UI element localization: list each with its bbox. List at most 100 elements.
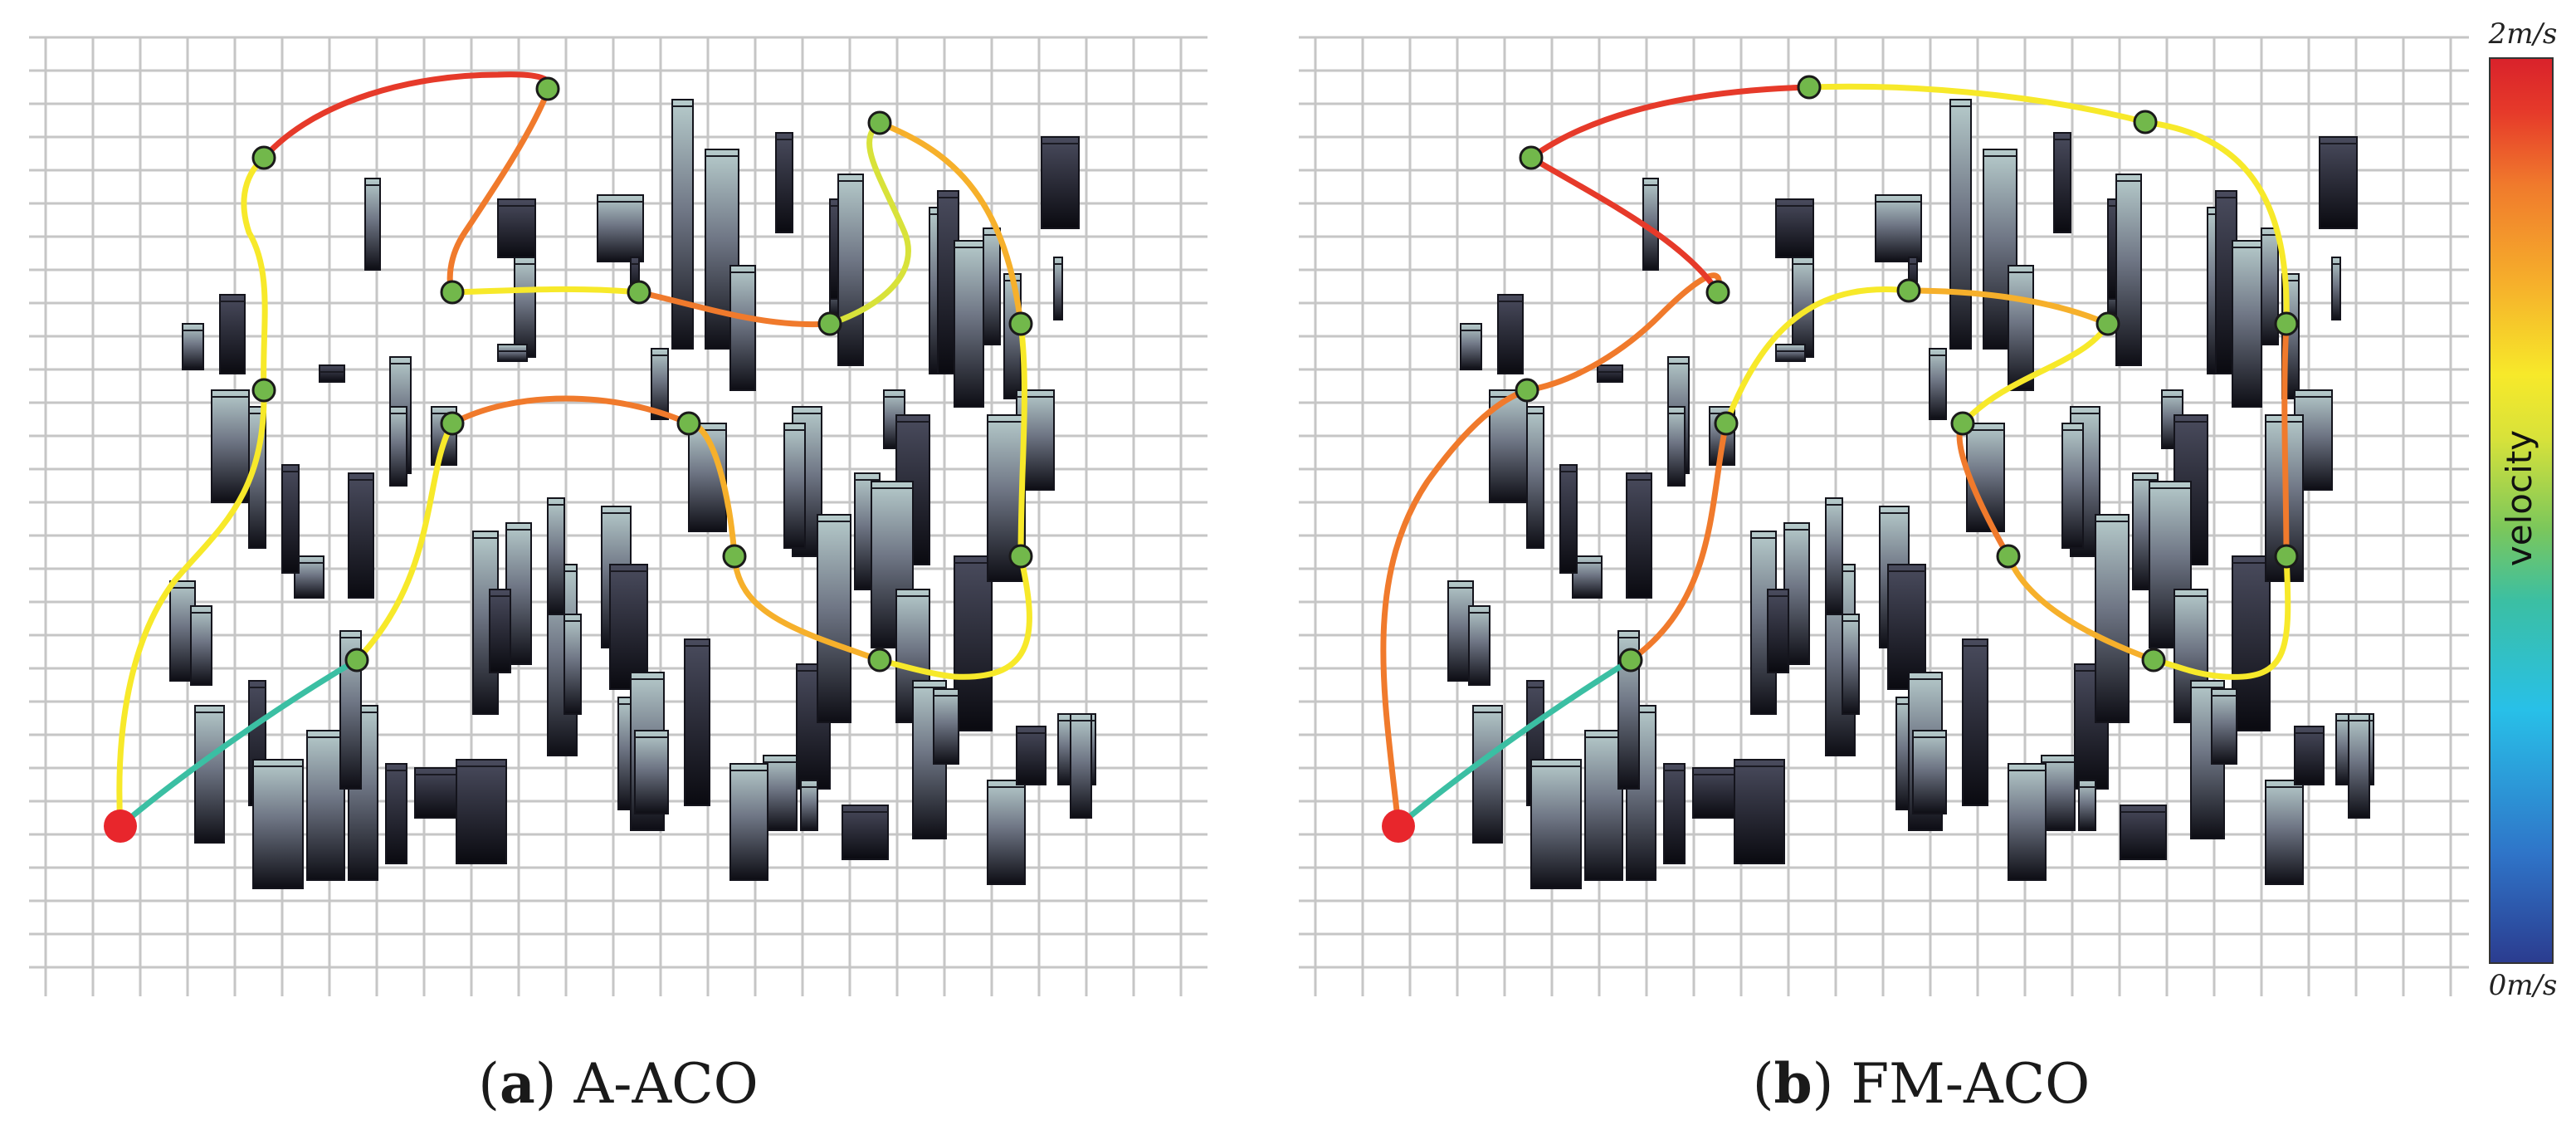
trajectory-segment bbox=[876, 120, 1024, 327]
caption-b-title: FM-ACO bbox=[1851, 1052, 2090, 1116]
trajectory-segment bbox=[1395, 657, 1634, 829]
obstacle bbox=[1584, 730, 1623, 881]
obstacle bbox=[1962, 638, 1988, 806]
trajectory-segment bbox=[1528, 84, 1812, 161]
obstacle bbox=[2265, 780, 2304, 885]
trajectory-segment bbox=[1524, 272, 1722, 394]
obstacle bbox=[364, 178, 381, 271]
obstacle bbox=[1530, 759, 1582, 889]
obstacle bbox=[2348, 713, 2370, 819]
trajectory-segment bbox=[1627, 420, 1730, 663]
obstacle bbox=[1460, 323, 1482, 370]
obstacle bbox=[763, 755, 798, 831]
trajectory-b bbox=[1380, 83, 2291, 829]
velocity-colorbar: 2m/s 0m/s velocity bbox=[2488, 17, 2558, 1002]
trajectory-segment bbox=[731, 553, 883, 663]
obstacle bbox=[2008, 763, 2047, 881]
waypoint-marker bbox=[1896, 278, 1921, 303]
obstacle bbox=[1526, 406, 1544, 549]
obstacle bbox=[219, 294, 246, 374]
obstacle bbox=[1468, 605, 1490, 686]
trajectory-segment bbox=[117, 657, 360, 829]
waypoint-marker bbox=[722, 544, 747, 569]
obstacle bbox=[1949, 99, 1972, 350]
caption-b: (b) FM-ACO bbox=[1753, 1051, 2091, 1116]
obstacle bbox=[306, 730, 345, 881]
waypoint-marker bbox=[440, 411, 465, 436]
caption-a-title: A-ACO bbox=[573, 1052, 759, 1116]
colorbar-gradient bbox=[2489, 57, 2554, 964]
obstacle bbox=[1559, 464, 1578, 574]
trajectory-segment bbox=[449, 395, 692, 427]
obstacle bbox=[252, 759, 304, 889]
start-marker bbox=[104, 810, 137, 843]
obstacle bbox=[2294, 726, 2325, 785]
obstacle bbox=[2232, 240, 2262, 408]
trajectory-segment bbox=[1528, 154, 1721, 296]
obstacle bbox=[1041, 136, 1080, 229]
obstacle bbox=[514, 257, 536, 358]
waypoint-marker bbox=[627, 280, 651, 305]
obstacle bbox=[1070, 713, 1092, 819]
trajectory-segment bbox=[2281, 320, 2290, 560]
waypoint-marker bbox=[1705, 280, 1730, 305]
obstacle bbox=[817, 514, 851, 723]
panel-b-fm-aco bbox=[1299, 36, 2469, 996]
obstacle bbox=[651, 348, 669, 420]
obstacle bbox=[2061, 423, 2084, 549]
obstacles-a bbox=[169, 99, 1096, 889]
trajectory-segment bbox=[446, 88, 551, 296]
obstacle bbox=[2053, 132, 2071, 233]
waypoint-marker bbox=[440, 280, 465, 305]
obstacle bbox=[729, 265, 756, 391]
obstacle bbox=[1472, 705, 1503, 844]
obstacle bbox=[684, 638, 710, 806]
obstacle bbox=[2008, 265, 2034, 391]
obstacle bbox=[190, 605, 212, 686]
trajectory-segment bbox=[1017, 320, 1027, 560]
caption-a-label: a bbox=[500, 1051, 535, 1116]
obstacle bbox=[634, 730, 669, 814]
obstacle bbox=[281, 464, 300, 574]
waypoint-marker bbox=[251, 145, 276, 170]
trajectory-segment bbox=[1959, 320, 2111, 427]
waypoint-marker bbox=[535, 76, 560, 101]
obstacle bbox=[1887, 564, 1926, 690]
obstacle bbox=[1667, 406, 1686, 487]
obstacle bbox=[211, 389, 250, 503]
start-marker bbox=[1382, 810, 1415, 843]
obstacle bbox=[194, 705, 225, 844]
obstacle bbox=[933, 688, 959, 765]
waypoint-marker bbox=[817, 311, 842, 336]
obstacle bbox=[182, 323, 204, 370]
obstacle bbox=[983, 227, 1001, 345]
obstacle bbox=[729, 763, 768, 881]
trajectory-segment bbox=[261, 71, 553, 161]
obstacle bbox=[954, 240, 984, 408]
obstacle bbox=[671, 99, 694, 350]
obstacle bbox=[2319, 136, 2358, 229]
obstacle bbox=[1929, 348, 1947, 420]
trajectory-segment bbox=[241, 154, 268, 394]
obstacle bbox=[1497, 294, 1524, 374]
waypoint-marker bbox=[2141, 648, 2166, 673]
obstacle bbox=[497, 344, 528, 362]
trajectory-segment bbox=[876, 553, 1032, 680]
obstacle bbox=[414, 767, 457, 819]
obstacle bbox=[319, 364, 345, 383]
trajectory-segment bbox=[1380, 387, 1530, 829]
obstacle bbox=[497, 198, 536, 258]
obstacle bbox=[1875, 194, 1922, 262]
waypoint-marker bbox=[1714, 411, 1739, 436]
obstacle bbox=[1775, 344, 1806, 362]
colorbar-max-label: 2m/s bbox=[2488, 17, 2558, 51]
waypoint-marker bbox=[344, 648, 369, 673]
obstacle bbox=[2115, 174, 2142, 366]
obstacle bbox=[1842, 614, 1860, 715]
colorbar-title: velocity bbox=[2499, 430, 2539, 566]
trajectory-segment bbox=[2142, 119, 2290, 327]
obstacle bbox=[837, 174, 864, 366]
obstacle bbox=[2261, 227, 2279, 345]
obstacle bbox=[1016, 726, 1046, 785]
trajectory-segment bbox=[636, 289, 833, 328]
